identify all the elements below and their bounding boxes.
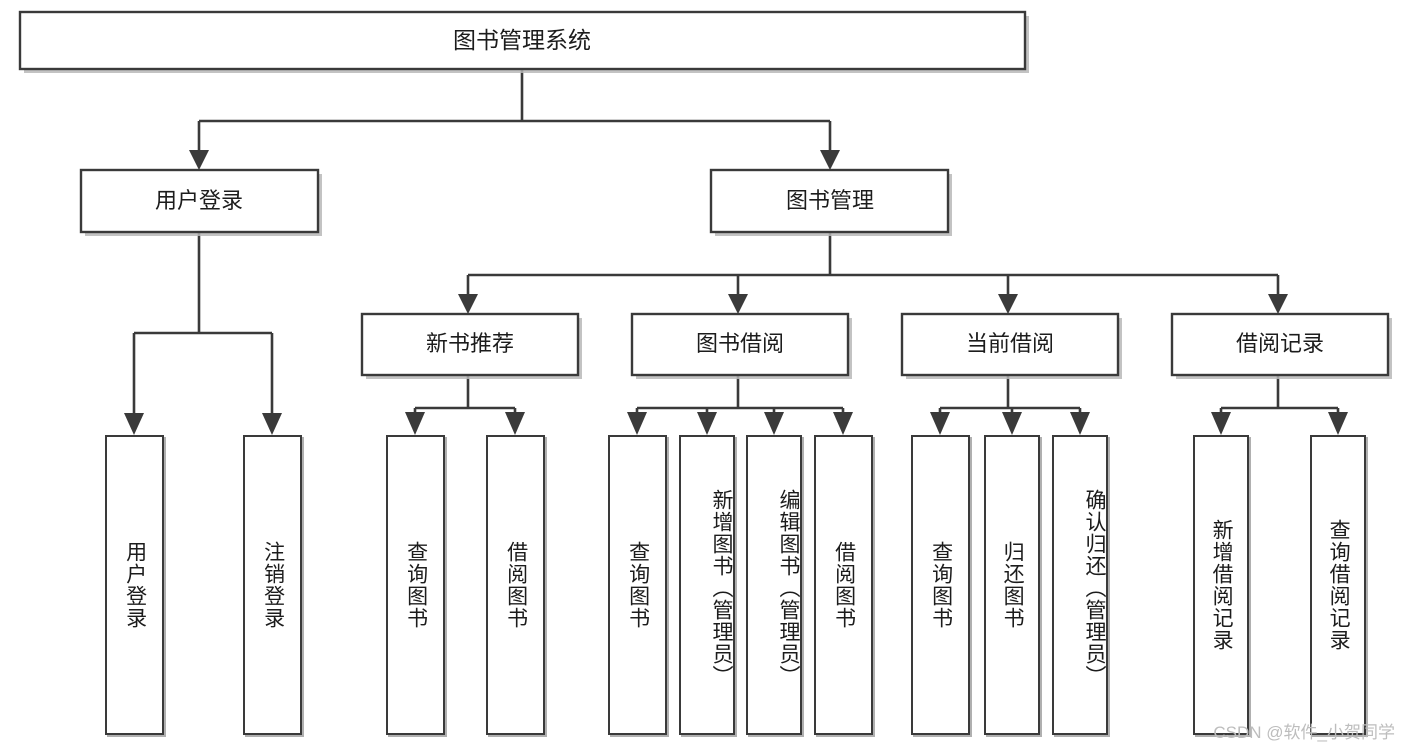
leaf-node-query-record-label: 查询借阅记录 [1327, 519, 1351, 651]
node-root-title[interactable]: 图书管理系统 [18, 10, 1029, 73]
node-book-borrow-box [630, 312, 850, 377]
arrow-head-borrow-record [1268, 294, 1288, 314]
leaf-node-query-book-3[interactable]: 查询图书 [911, 435, 970, 735]
arrow-head-new-book-recommend [458, 294, 478, 314]
leaf-node-query-book-1[interactable]: 查询图书 [386, 435, 445, 735]
leaf-node-logout-label: 注销登录 [261, 541, 285, 629]
arrow-head-leaf-edit-book [764, 412, 784, 435]
node-borrow-record-box [1170, 312, 1390, 377]
node-user-login-label: 用户登录 [155, 188, 243, 213]
node-book-manage-label: 图书管理 [786, 188, 874, 213]
leaf-node-borrow-book-1-label: 借阅图书 [504, 541, 528, 629]
arrow-head-leaf-query-record [1328, 412, 1348, 435]
leaf-node-add-record-label: 新增借阅记录 [1210, 519, 1234, 651]
leaf-node-query-book-2-label: 查询图书 [626, 541, 650, 629]
node-root-title-label: 图书管理系统 [453, 27, 591, 53]
leaf-node-edit-book-label: 编辑图书（管理员） [777, 489, 800, 687]
leaf-node-borrow-book-2-label: 借阅图书 [832, 541, 856, 629]
arrow-head-user-login [189, 150, 209, 170]
leaf-node-add-book-label: 新增图书（管理员） [710, 489, 733, 687]
arrow-head-leaf-borrow-book-2 [833, 412, 853, 435]
arrow-head-leaf-add-book [697, 412, 717, 435]
leaf-node-query-book-2[interactable]: 查询图书 [608, 435, 667, 735]
arrow-head-book-manage [820, 150, 840, 170]
leaf-node-logout[interactable]: 注销登录 [243, 435, 302, 735]
leaf-node-add-book[interactable]: 新增图书（管理员） [679, 435, 735, 735]
arrow-head-leaf-query-book-1 [405, 412, 425, 435]
node-current-borrow[interactable]: 当前借阅 [900, 312, 1122, 379]
node-borrow-record[interactable]: 借阅记录 [1170, 312, 1392, 379]
arrow-head-current-borrow [998, 294, 1018, 314]
arrow-head-leaf-user-login [124, 413, 144, 435]
arrow-head-book-borrow [728, 294, 748, 314]
leaf-node-user-login-label: 用户登录 [123, 541, 147, 629]
node-user-login[interactable]: 用户登录 [79, 168, 322, 236]
arrow-head-leaf-query-book-3 [930, 412, 950, 435]
node-new-book-recommend-label: 新书推荐 [426, 331, 514, 356]
node-new-book-recommend[interactable]: 新书推荐 [360, 312, 582, 379]
leaf-node-edit-book[interactable]: 编辑图书（管理员） [746, 435, 802, 735]
node-current-borrow-box [900, 312, 1120, 377]
node-book-manage-box [709, 168, 950, 234]
leaf-node-confirm-return[interactable]: 确认归还（管理员） [1052, 435, 1108, 735]
node-root-title-box [18, 10, 1027, 71]
node-current-borrow-label: 当前借阅 [966, 331, 1054, 356]
leaf-node-return-book[interactable]: 归还图书 [984, 435, 1040, 735]
node-book-manage[interactable]: 图书管理 [709, 168, 952, 236]
leaf-node-add-record[interactable]: 新增借阅记录 [1193, 435, 1249, 735]
leaf-node-borrow-book-1[interactable]: 借阅图书 [486, 435, 545, 735]
leaf-node-user-login[interactable]: 用户登录 [105, 435, 164, 735]
leaf-node-query-book-3-label: 查询图书 [929, 541, 953, 629]
csdn-watermark: CSDN @软件_小贺同学 [1213, 723, 1395, 742]
arrow-head-leaf-query-book-2 [627, 412, 647, 435]
arrow-head-leaf-add-record [1211, 412, 1231, 435]
arrow-head-leaf-return-book [1002, 412, 1022, 435]
leaf-node-return-book-label: 归还图书 [1001, 541, 1025, 629]
leaf-node-confirm-return-label: 确认归还（管理员） [1083, 489, 1106, 687]
arrow-head-leaf-confirm-return [1070, 412, 1090, 435]
node-book-borrow[interactable]: 图书借阅 [630, 312, 852, 379]
leaf-node-query-record[interactable]: 查询借阅记录 [1310, 435, 1366, 735]
leaf-node-borrow-book-2[interactable]: 借阅图书 [814, 435, 873, 735]
edges-layer [124, 69, 1348, 435]
node-user-login-box [79, 168, 320, 234]
node-new-book-recommend-box [360, 312, 580, 377]
node-borrow-record-label: 借阅记录 [1236, 331, 1324, 356]
node-book-borrow-label: 图书借阅 [696, 331, 784, 356]
leaf-node-query-book-1-label: 查询图书 [404, 541, 428, 629]
arrow-head-leaf-logout [262, 413, 282, 435]
arrow-head-leaf-borrow-book-1 [505, 412, 525, 435]
